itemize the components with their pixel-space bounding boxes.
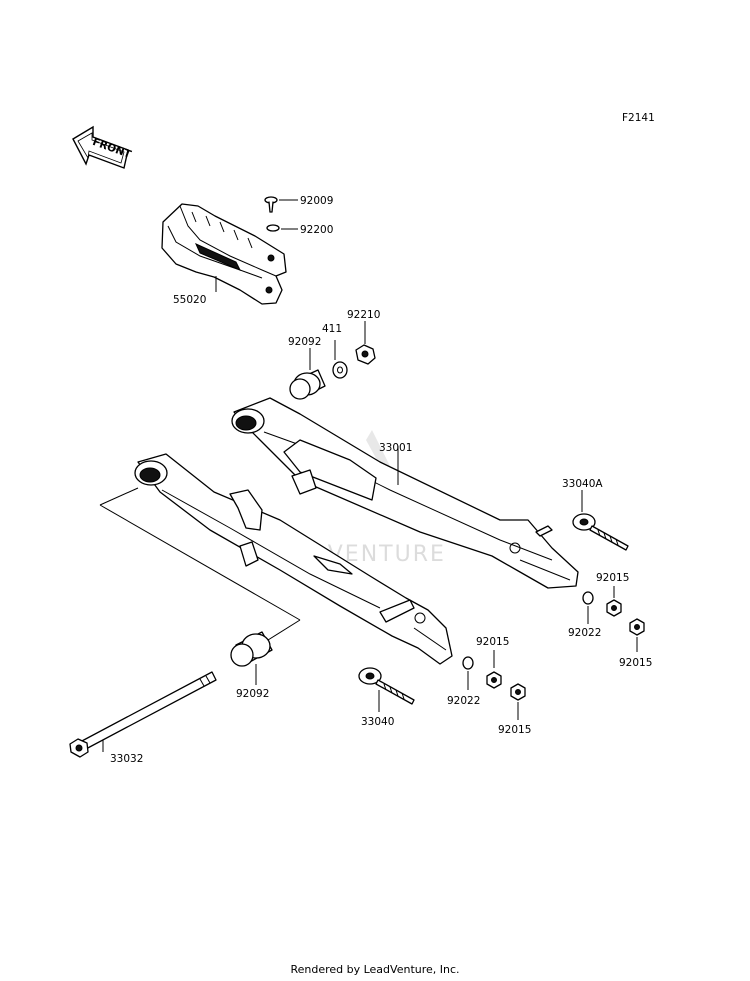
swing-arm-33001 (134, 397, 579, 665)
bushing-92092-bottom (230, 631, 273, 667)
washer-411 (332, 361, 348, 379)
label-92210: 92210 (347, 309, 380, 321)
bushing-92092-top (289, 369, 326, 400)
nut-92210 (355, 344, 376, 365)
label-92022-a: 92022 (568, 627, 601, 639)
chain-adjuster-33040 (358, 667, 415, 705)
pivot-shaft-33032 (69, 671, 217, 758)
label-92015-a: 92015 (596, 572, 629, 584)
label-33001: 33001 (379, 442, 412, 454)
label-411: 411 (322, 323, 342, 335)
screw-92009 (264, 196, 278, 213)
nut-92015-c (486, 671, 502, 689)
label-55020: 55020 (173, 294, 206, 306)
nut-92015-a (606, 599, 622, 617)
footer-credit: Rendered by LeadVenture, Inc. (290, 963, 460, 976)
chain-guide-55020 (161, 203, 287, 305)
label-33040: 33040 (361, 716, 394, 728)
chain-adjuster-33040A (572, 513, 629, 551)
label-92015-c: 92015 (476, 636, 509, 648)
nut-92015-d (510, 683, 526, 701)
label-92092-top: 92092 (288, 336, 321, 348)
washer-92022-b (462, 656, 474, 670)
figure-code: F2141 (622, 112, 655, 124)
front-arrow-icon: FRONT (72, 125, 133, 169)
label-33032: 33032 (110, 753, 143, 765)
washer-92200 (266, 224, 280, 232)
label-92015-b: 92015 (619, 657, 652, 669)
label-92200: 92200 (300, 224, 333, 236)
label-33040A: 33040A (562, 478, 603, 490)
label-92009: 92009 (300, 195, 333, 207)
label-92022-b: 92022 (447, 695, 480, 707)
label-92015-d: 92015 (498, 724, 531, 736)
washer-92022-a (582, 591, 594, 605)
label-92092-bottom: 92092 (236, 688, 269, 700)
nut-92015-b (629, 618, 645, 636)
